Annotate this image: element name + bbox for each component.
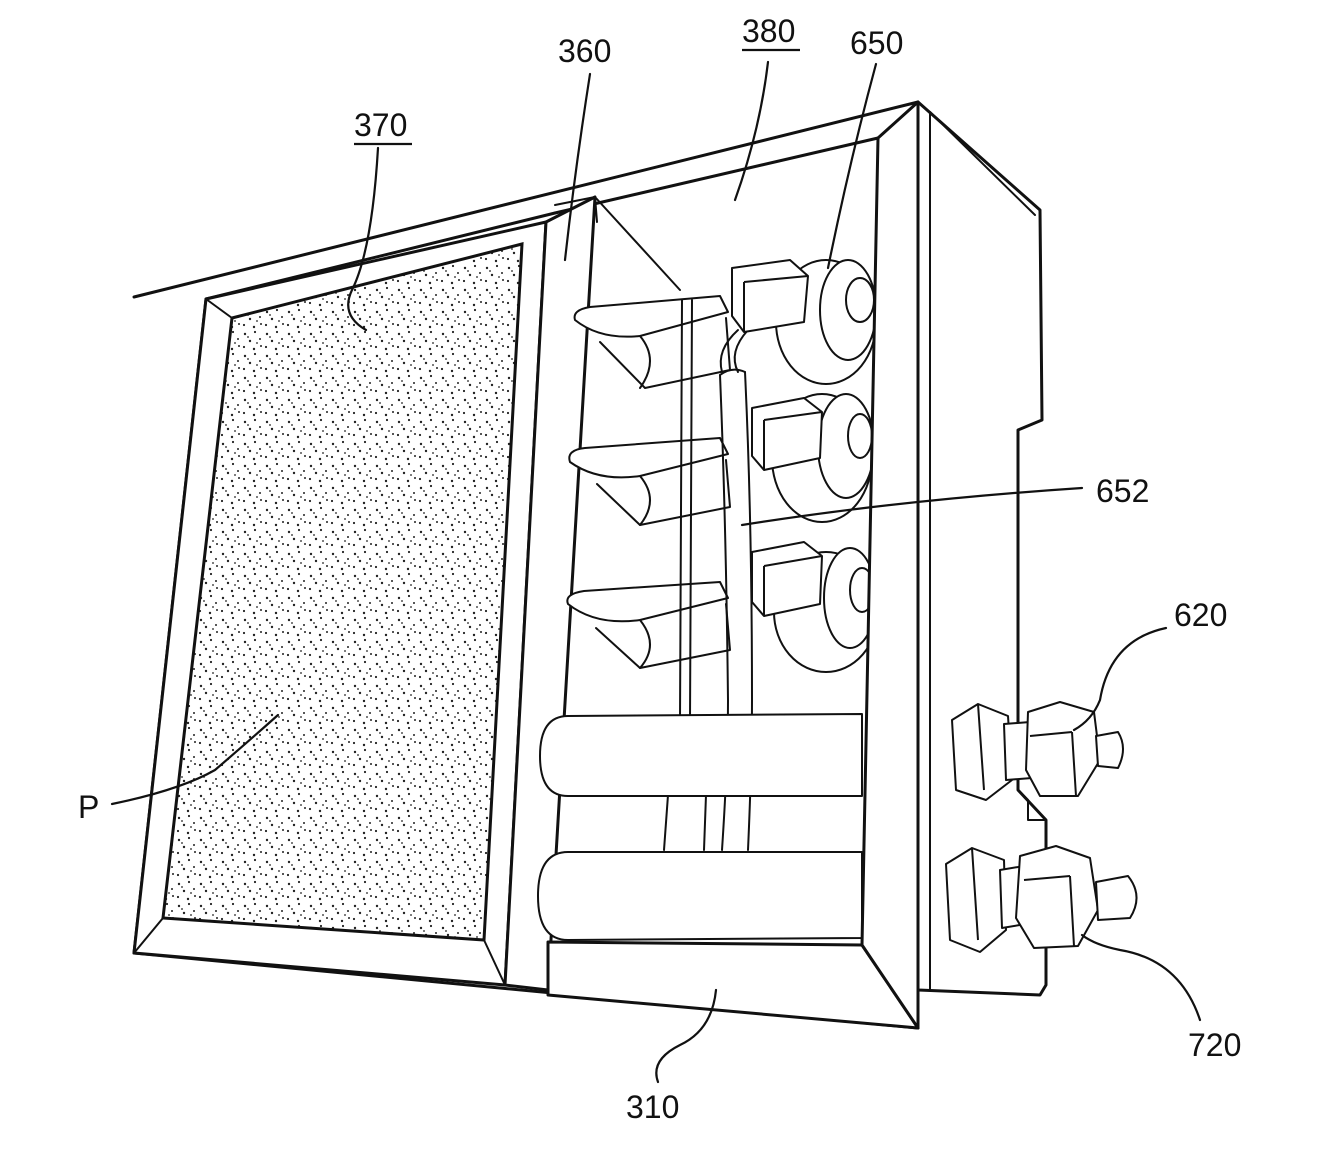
rear-rod-3 [663,794,669,851]
connector-720-nut-a [945,847,1007,953]
connector-720-stub [1095,875,1138,921]
label-370: 370 [354,107,407,143]
leader-360 [563,72,592,262]
partition-inner-edge [594,196,681,291]
coil-1-hub [845,277,875,323]
heater-tubes [537,713,863,941]
filter-bevel-bl [133,917,164,954]
leader-652 [740,486,1084,527]
reference-labels: 370 360 380 650 652 620 P 720 310 [78,13,1241,1125]
cable-wire-a [719,329,739,373]
leader-370 [347,146,380,332]
label-650: 650 [850,25,903,61]
connector-720-nut-b [1015,845,1099,949]
housing-rear-top [553,136,880,215]
leader-620 [1072,626,1168,732]
label-620: 620 [1174,597,1227,633]
fin-middle-cyl [639,475,651,526]
tube-upper [539,713,863,797]
connector-620-stub [1095,731,1124,769]
end-plate-bevel [860,100,920,1030]
fin-lower [566,581,729,623]
leader-P [110,713,280,806]
heater-fins [566,295,731,851]
thermostat-2 [751,397,823,471]
fin-middle [568,437,729,479]
cable-cap [719,368,746,376]
fin-upper-tray [599,317,731,389]
fin-upper [573,295,729,338]
label-310: 310 [626,1089,679,1125]
label-720: 720 [1188,1027,1241,1063]
filter-bevel-tl [205,298,233,319]
bottom-plate [546,940,920,1030]
filter-assembly [132,220,548,987]
thermostat-3 [751,541,823,617]
leader-lines [110,60,1202,1084]
connector-620-nut-b [1025,701,1101,797]
label-380: 380 [742,13,795,49]
leader-380 [733,60,770,202]
connector-720 [945,845,1138,953]
leader-650 [826,62,878,270]
end-box-lip [929,111,1036,216]
connector-620-nut-a [951,703,1013,801]
label-360: 360 [558,33,611,69]
end-box-notch [1017,789,1047,821]
fin-middle-tray [596,459,731,526]
fin-lower-cyl [639,619,651,669]
heater-coils [731,259,879,673]
fin-upper-cyl [639,335,651,389]
tube-lower [537,851,863,941]
partition-top-edge [554,196,598,223]
thermostat-1 [731,259,809,333]
leader-310 [655,988,718,1084]
filter-bevel-br [483,939,506,986]
rear-rod-1 [679,299,683,721]
label-652: 652 [1096,473,1149,509]
coil-2-hub [847,413,873,459]
rear-rod-4 [703,794,707,851]
label-P: P [78,789,99,825]
connector-620 [951,701,1124,801]
housing-top-edge [132,100,920,299]
leader-720 [1080,933,1202,1022]
cable-wire-b [733,329,749,373]
rear-rod-2 [689,299,693,721]
